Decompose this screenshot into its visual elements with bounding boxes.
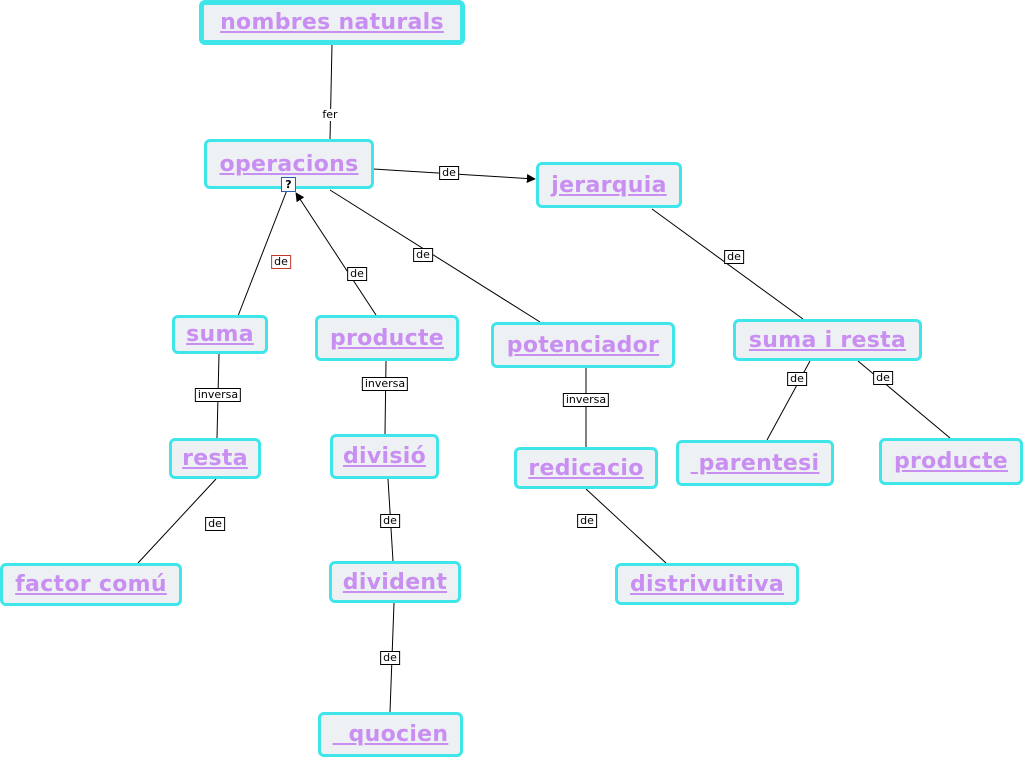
concept-suma-i-resta[interactable]: suma i resta (733, 319, 922, 361)
link-label-de-suma: de (271, 255, 291, 269)
concept-label[interactable]: nombres naturals (220, 10, 444, 35)
link-label-fer: fer (320, 108, 340, 121)
link-label-de-suma-i-resta: de (724, 250, 744, 264)
concept-suma[interactable]: suma (172, 315, 268, 354)
link-line-nombres-operacions (329, 43, 333, 141)
concept-quocien[interactable]: quocien (318, 712, 463, 757)
link-label-de-parentesi: de (787, 372, 807, 386)
concept-label[interactable]: quocien (332, 722, 449, 747)
link-line-producte-operacions (295, 192, 377, 316)
concept-divident[interactable]: divident (329, 561, 461, 603)
concept-parentesi[interactable]: parentesi (676, 440, 834, 486)
concept-label[interactable]: parentesi (690, 450, 820, 476)
link-label-de-divident: de (380, 514, 400, 528)
link-line-sumairesta-producte2 (857, 360, 951, 439)
link-line-producte-divisio (384, 360, 387, 435)
link-label-de-producte: de (347, 267, 367, 281)
concept-jerarquia[interactable]: jerarquia (536, 162, 682, 208)
concept-label[interactable]: potenciador (506, 332, 660, 358)
concept-factor-comu[interactable]: factor comú (0, 563, 182, 606)
link-line-operacions-potenciador (329, 189, 541, 323)
concept-producte[interactable]: producte (315, 315, 459, 361)
resource-attachment-icon[interactable]: ? (281, 177, 296, 192)
link-label-inversa-potenciador: inversa (562, 393, 610, 407)
concept-producte-2[interactable]: producte (879, 438, 1023, 485)
link-label-de-potenciador: de (413, 248, 433, 262)
concept-label[interactable]: producte (329, 325, 444, 351)
concept-divisio[interactable]: divisió (330, 434, 439, 479)
concept-label[interactable]: suma (186, 322, 254, 347)
concept-nombres-naturals[interactable]: nombres naturals (199, 0, 465, 45)
link-label-inversa-suma: inversa (194, 388, 242, 402)
link-line-suma-operacions (237, 189, 288, 317)
link-label-de-producte2: de (873, 371, 893, 385)
link-label-inversa-producte: inversa (361, 377, 409, 391)
concept-label[interactable]: resta (182, 446, 248, 471)
concept-label[interactable]: producte (893, 449, 1008, 474)
concept-resta[interactable]: resta (169, 438, 261, 479)
concept-label[interactable]: operacions (219, 151, 359, 177)
concept-distrivuitiva[interactable]: distrivuitiva (615, 563, 799, 605)
concept-label[interactable]: divisió (342, 444, 427, 469)
link-line-jerarquia-sumairesta (651, 208, 804, 320)
concept-label[interactable]: suma i resta (748, 327, 907, 353)
link-label-de-jerarquia: de (439, 166, 459, 180)
concept-label[interactable]: divident (342, 569, 448, 595)
concept-label[interactable]: redicacio (528, 455, 644, 481)
concept-label[interactable]: jerarquia (551, 172, 667, 198)
link-label-de-distrivuitiva: de (577, 514, 597, 528)
link-line-resta-factor (137, 478, 217, 564)
concept-potenciador[interactable]: potenciador (491, 322, 675, 368)
link-line-redicacio-distrivuitiva (585, 488, 667, 564)
concept-redicacio[interactable]: redicacio (514, 447, 658, 489)
concept-label[interactable]: factor comú (15, 572, 167, 597)
link-label-de-factor: de (205, 517, 225, 531)
link-label-de-quocien: de (380, 651, 400, 665)
concept-label[interactable]: distrivuitiva (630, 571, 784, 597)
